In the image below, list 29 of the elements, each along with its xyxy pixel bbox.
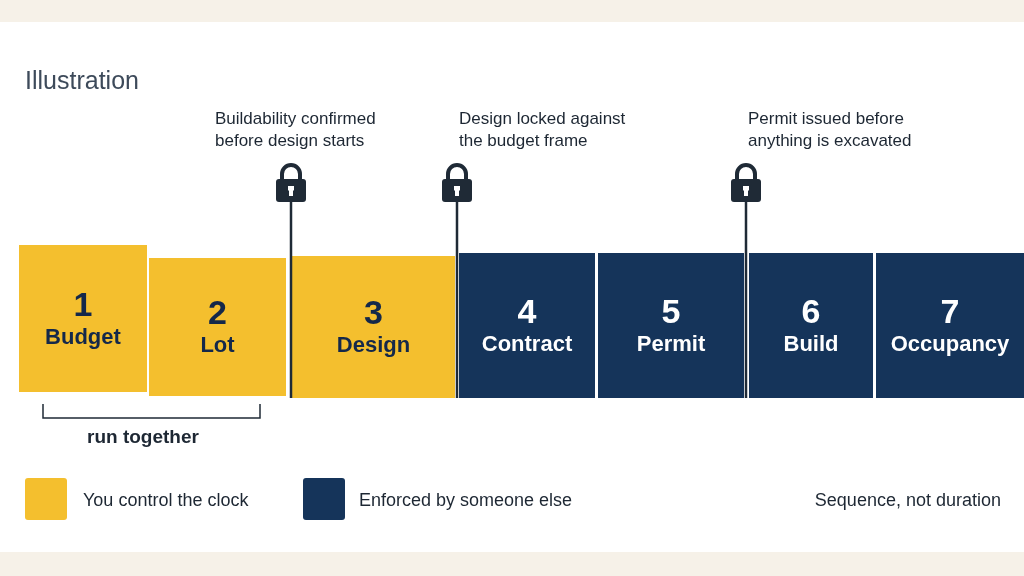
step-number: 4: [517, 292, 537, 330]
stage-label: Permit: [636, 329, 706, 358]
bracket-label: run together: [87, 426, 199, 448]
step-number: 1: [73, 285, 93, 323]
step-number: 6: [801, 292, 821, 330]
legend-label: Enforced by someone else: [359, 490, 573, 511]
stage-label: Build: [783, 329, 839, 358]
stage-label: Budget: [45, 322, 121, 351]
gate-caption: Permit issued before anything is excavated: [748, 108, 913, 152]
stage-box: [147, 256, 288, 398]
stage-label: Lot: [200, 331, 235, 360]
diagram-title: Illustration: [25, 66, 139, 95]
stage-label: Contract: [481, 329, 573, 358]
stage-box: [876, 253, 1024, 398]
gate-caption: Buildability confirmed before design starts: [215, 108, 377, 152]
gate-caption: Design locked against the budget frame: [459, 108, 627, 152]
stage-box: [19, 245, 147, 392]
stage-box: [459, 253, 595, 398]
step-number: 7: [940, 292, 960, 330]
stage-label: Occupancy: [890, 329, 1010, 358]
step-number: 3: [364, 294, 383, 332]
step-number: 5: [661, 292, 681, 330]
legend-label: You control the clock: [83, 490, 249, 511]
stage-label: Design: [336, 331, 411, 360]
step-number: 2: [208, 294, 227, 332]
stage-box: [598, 253, 744, 398]
stage-box: [292, 256, 455, 398]
stage-box: [749, 253, 873, 398]
note-text: Sequence, not duration: [814, 490, 1001, 511]
